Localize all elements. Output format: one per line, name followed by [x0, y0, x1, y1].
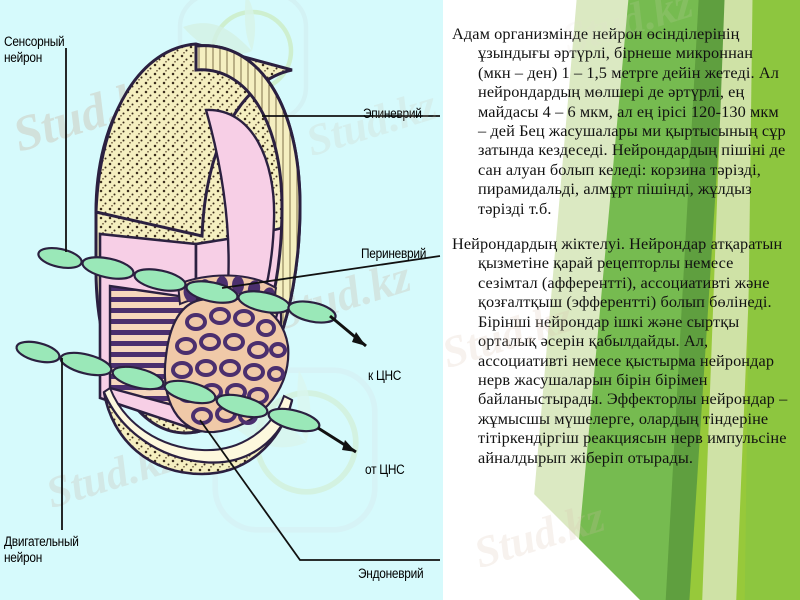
green-band-6: [744, 0, 800, 600]
label-epineurium: Эпиневрий: [363, 106, 422, 121]
endoneurium-inner-wrap: [102, 386, 294, 464]
paragraph-neuron-classification: Нейрондардың жіктелуі. Нейрондар атқарат…: [452, 234, 788, 467]
label-perineurium: Периневрий: [361, 246, 427, 261]
label-sensory-neuron: Сенсорный нейрон: [4, 34, 65, 65]
nerve-diagram-panel: Stud.kz Stud.kz Stud.kz: [0, 0, 443, 600]
sensory-nerve-fiber: [37, 246, 367, 348]
label-from-cns: от ЦНС: [365, 462, 405, 477]
label-motor-neuron: Двигательный нейрон: [4, 534, 79, 565]
label-to-cns: к ЦНС: [368, 368, 402, 383]
label-endoneurium: Эндоневрий: [358, 566, 424, 581]
motor-nerve-fiber: [15, 340, 357, 454]
leader-endoneurium: [199, 419, 440, 561]
content-text-column: Адам организмінде нейрон өсінділерінің ұ…: [452, 24, 788, 483]
paragraph-neuron-sizes: Адам организмінде нейрон өсінділерінің ұ…: [452, 24, 786, 218]
leader-perineurium: [221, 255, 441, 289]
nerve-cross-section-illustration: [15, 42, 441, 561]
